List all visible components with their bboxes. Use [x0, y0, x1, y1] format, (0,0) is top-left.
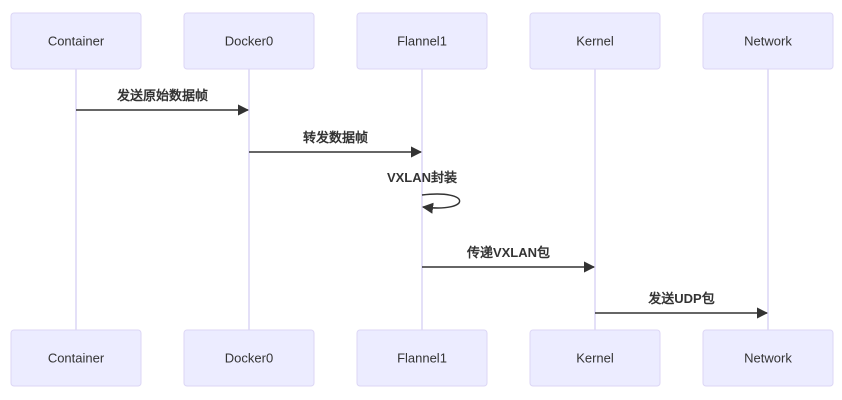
actor-label: Network — [744, 351, 792, 366]
actor-docker0-bottom[interactable]: Docker0 — [183, 329, 315, 387]
message-label: VXLAN封装 — [387, 170, 457, 185]
actor-label: Flannel1 — [397, 351, 447, 366]
actor-box — [529, 12, 661, 70]
actor-container-top[interactable]: Container — [10, 12, 142, 70]
actor-box — [183, 12, 315, 70]
actor-flannel1-top[interactable]: Flannel1 — [356, 12, 488, 70]
actor-label: Kernel — [576, 351, 614, 366]
actor-label: Network — [744, 34, 792, 49]
actor-box — [529, 329, 661, 387]
actor-container-bottom[interactable]: Container — [10, 329, 142, 387]
actor-label: Kernel — [576, 34, 614, 49]
message-label: 传递VXLAN包 — [466, 245, 550, 260]
message-3: VXLAN封装 — [387, 170, 461, 214]
actor-box — [356, 12, 488, 70]
actor-box — [10, 12, 142, 70]
actor-kernel-bottom[interactable]: Kernel — [529, 329, 661, 387]
message-1: 发送原始数据帧 — [76, 88, 250, 116]
actor-label: Container — [48, 351, 105, 366]
message-2: 转发数据帧 — [249, 130, 423, 158]
actor-box — [183, 329, 315, 387]
message-5: 发送UDP包 — [595, 291, 769, 319]
actor-flannel1-bottom[interactable]: Flannel1 — [356, 329, 488, 387]
message-label: 转发数据帧 — [303, 130, 368, 145]
message-label: 发送UDP包 — [647, 291, 714, 306]
message-label: 发送原始数据帧 — [116, 88, 208, 103]
self-message-arrow — [421, 193, 461, 214]
actor-box — [702, 12, 834, 70]
actor-box — [10, 329, 142, 387]
actor-network-bottom[interactable]: Network — [702, 329, 834, 387]
actor-label: Docker0 — [225, 351, 273, 366]
actor-box — [356, 329, 488, 387]
actor-label: Docker0 — [225, 34, 273, 49]
actor-kernel-top[interactable]: Kernel — [529, 12, 661, 70]
actor-docker0-top[interactable]: Docker0 — [183, 12, 315, 70]
actor-label: Container — [48, 34, 105, 49]
actor-network-top[interactable]: Network — [702, 12, 834, 70]
actor-label: Flannel1 — [397, 34, 447, 49]
actor-box — [702, 329, 834, 387]
message-4: 传递VXLAN包 — [422, 245, 596, 273]
